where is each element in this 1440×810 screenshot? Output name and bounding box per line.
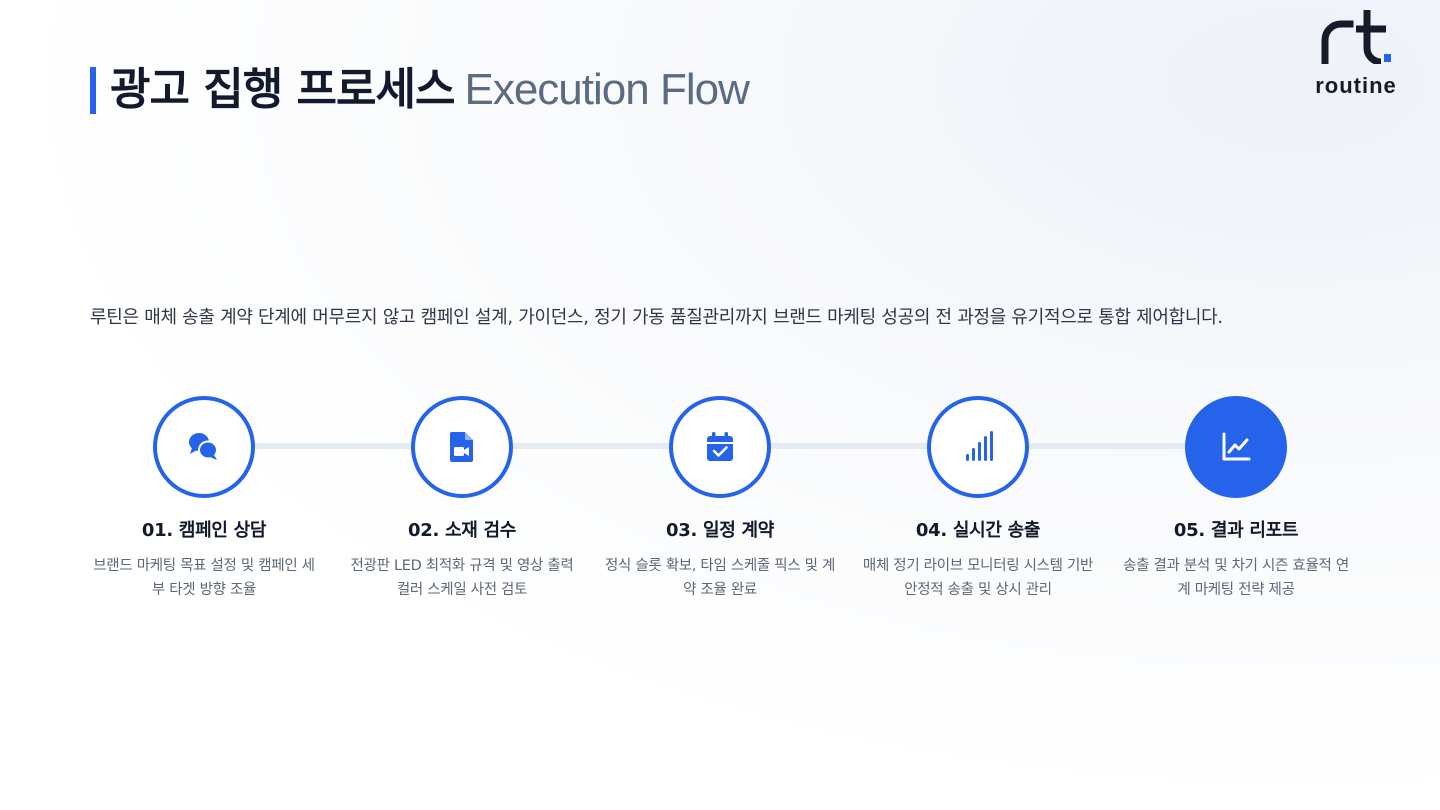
step-description: 송출 결과 분석 및 차기 시즌 효율적 연계 마케팅 전략 제공 (1123, 558, 1349, 598)
process-step: 02. 소재 검수 전광판 LED 최적화 규격 및 영상 출력 컬러 스케일 … (332, 396, 592, 602)
signal-bars-icon (966, 431, 993, 461)
step-title: 01. 캠페인 상담 (141, 520, 267, 541)
process-step: 01. 캠페인 상담 브랜드 마케팅 목표 설정 및 캠페인 세부 타겟 방향 … (74, 396, 334, 602)
step-description: 전광판 LED 최적화 규격 및 영상 출력 컬러 스케일 사전 검토 (350, 558, 574, 598)
chat-bubbles-icon (189, 433, 218, 460)
step-circle (927, 396, 1029, 498)
page-title-korean: 광고 집행 프로세스 (110, 64, 455, 115)
step-circle (669, 396, 771, 498)
step-description: 브랜드 마케팅 목표 설정 및 캠페인 세부 타겟 방향 조율 (93, 558, 315, 598)
step-title: 04. 실시간 송출 (915, 520, 1041, 541)
title-accent-bar (90, 67, 96, 114)
page-title-english: Execution Flow (464, 65, 749, 114)
intro-text: 루틴은 매체 송출 계약 단계에 머무르지 않고 캠페인 설계, 가이던스, 정… (90, 307, 1223, 328)
step-title: 03. 일정 계약 (666, 520, 774, 541)
rt-logo-icon (1321, 10, 1391, 64)
step-title: 05. 결과 리포트 (1173, 520, 1299, 541)
step-circle (411, 396, 513, 498)
video-file-icon (450, 432, 473, 462)
logo-text: routine (1315, 73, 1397, 98)
process-step: 03. 일정 계약 정식 슬롯 확보, 타임 스케줄 픽스 및 계약 조율 완료 (590, 396, 850, 602)
step-description: 매체 정기 라이브 모니터링 시스템 기반 안정적 송출 및 상시 관리 (862, 558, 1094, 598)
routine-logo: routine (1306, 10, 1406, 98)
calendar-check-icon (707, 432, 733, 461)
process-step: 05. 결과 리포트 송출 결과 분석 및 차기 시즌 효율적 연계 마케팅 전… (1106, 396, 1366, 602)
step-title: 02. 소재 검수 (408, 520, 516, 541)
process-step: 04. 실시간 송출 매체 정기 라이브 모니터링 시스템 기반 안정적 송출 … (848, 396, 1108, 602)
line-chart-icon (1222, 432, 1251, 461)
step-circle-active (1185, 396, 1287, 498)
step-circle (153, 396, 255, 498)
step-description: 정식 슬롯 확보, 타임 스케줄 픽스 및 계약 조율 완료 (604, 558, 836, 598)
